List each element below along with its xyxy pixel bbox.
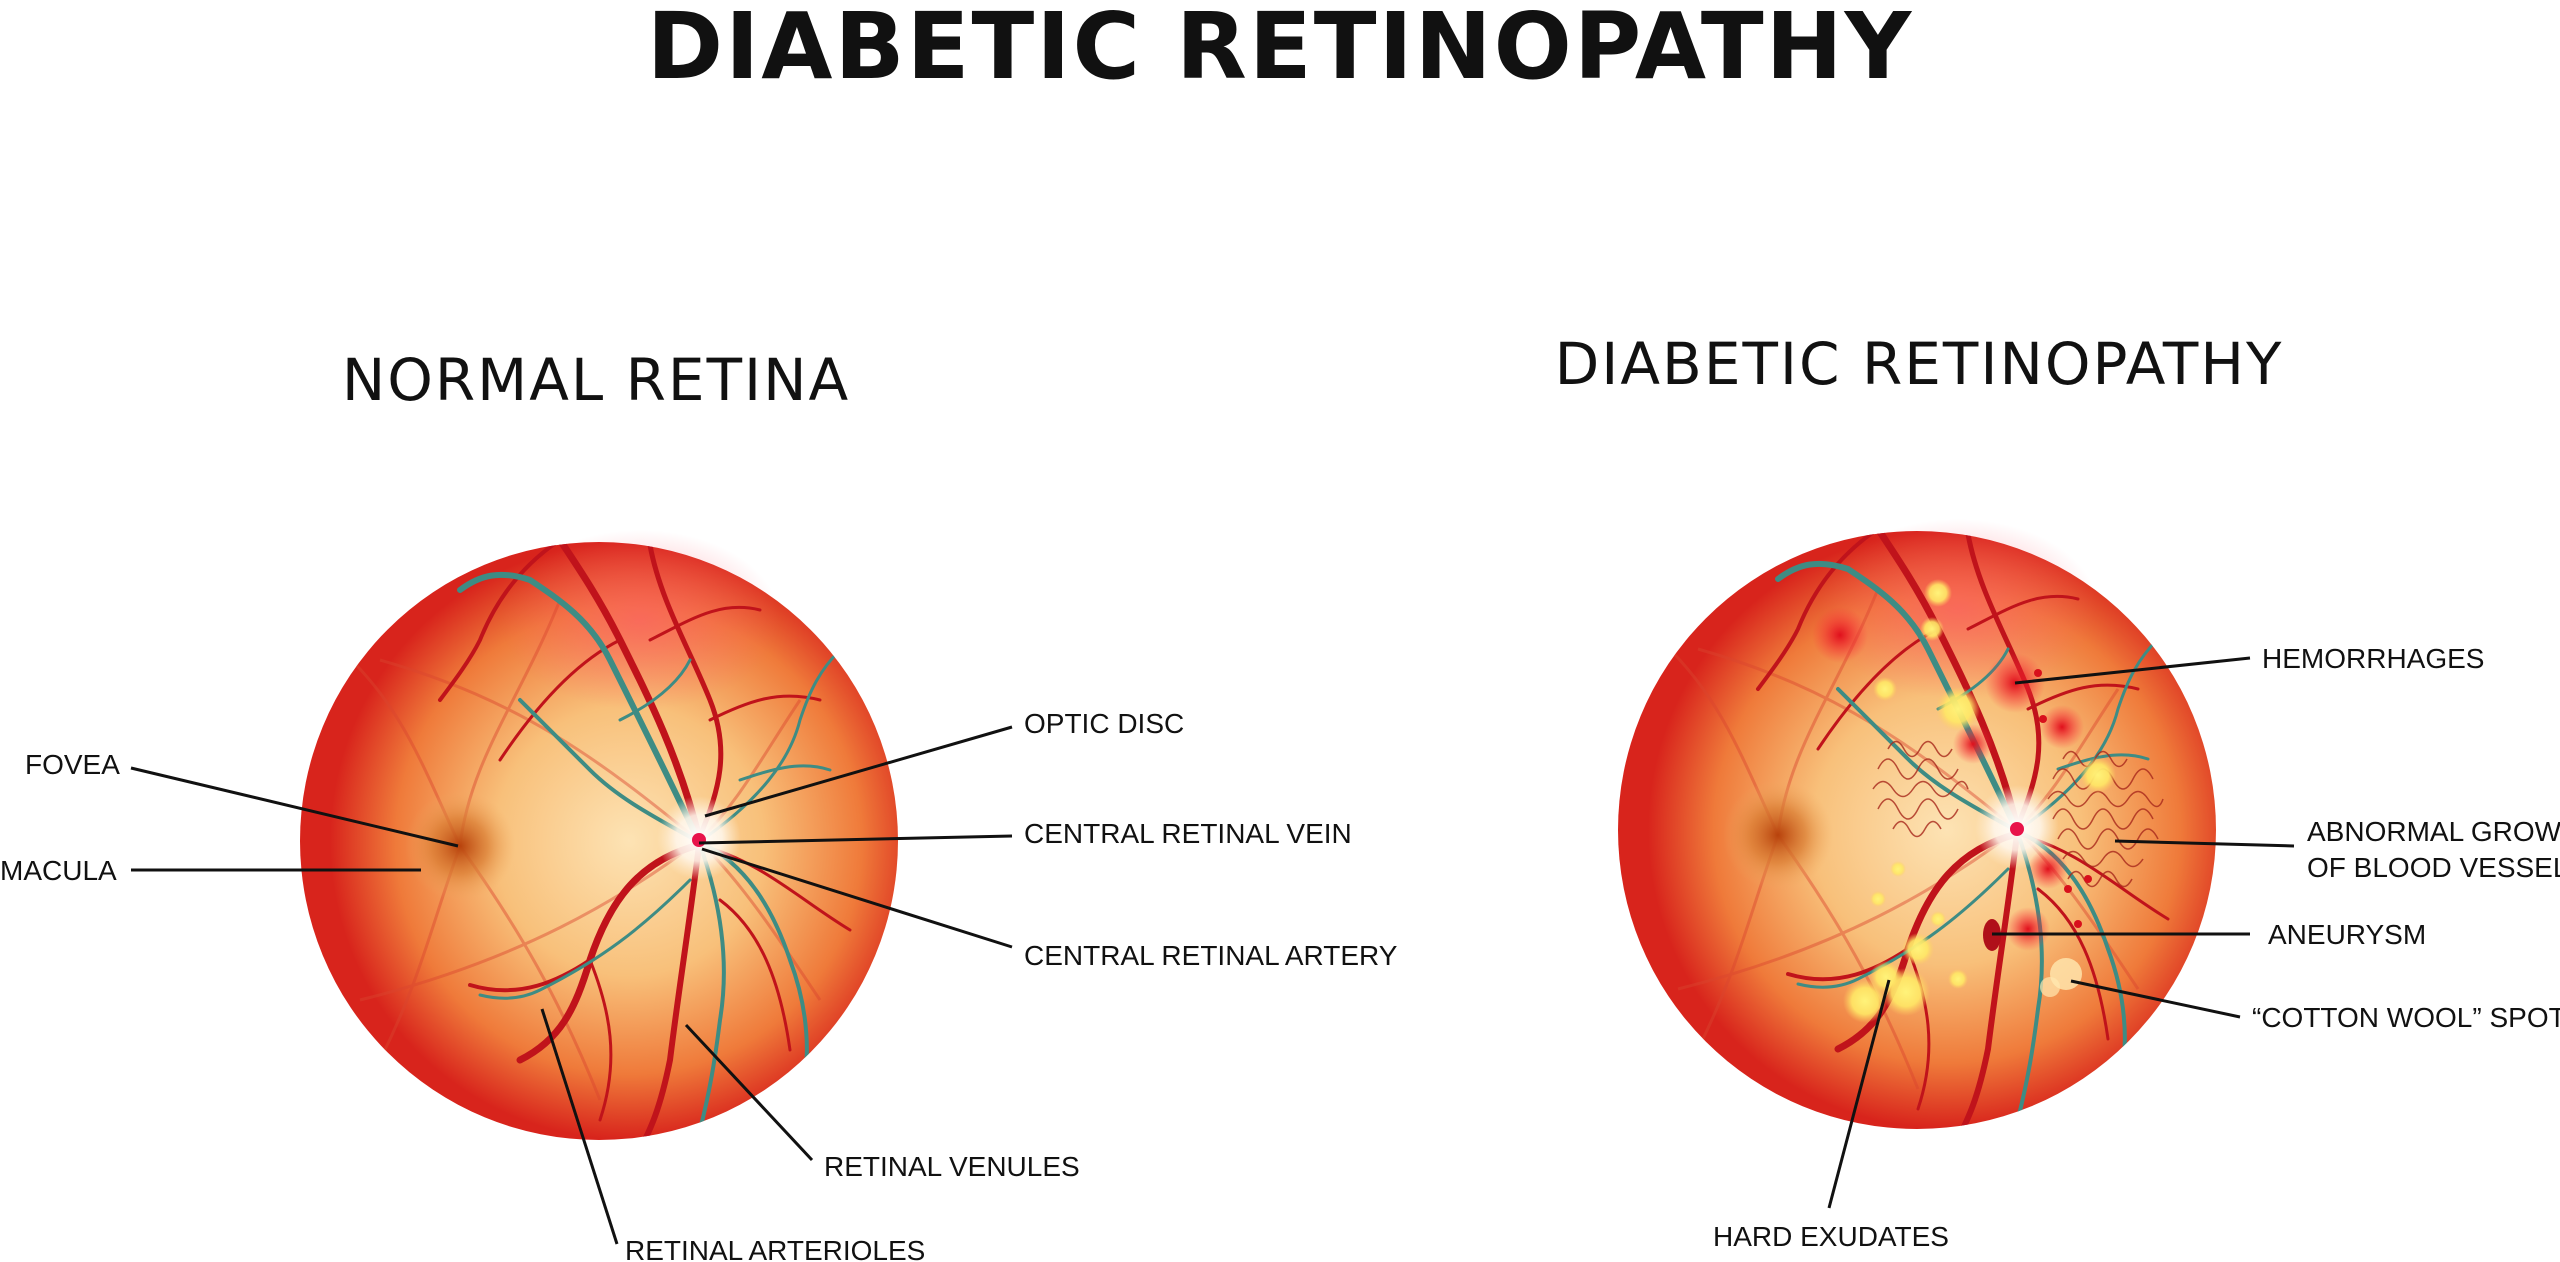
hard-exudates-leader-line — [1827, 979, 1891, 1209]
central-artery-leader-line — [701, 847, 1013, 949]
label-fovea: FOVEA — [25, 749, 120, 780]
label-optic-disc: OPTIC DISC — [1024, 708, 1184, 739]
label-macula: MACULA — [0, 855, 117, 886]
hard-exudates — [1843, 579, 2116, 1023]
label-retinal-arterioles: RETINAL ARTERIOLES — [625, 1235, 925, 1262]
label-hemorrhages: HEMORRHAGES — [2262, 643, 2484, 674]
label-central-retinal-artery: CENTRAL RETINAL ARTERY — [1024, 940, 1398, 971]
diabetic-retina-illustration — [1618, 519, 2216, 1139]
fovea-leader-line — [130, 766, 459, 848]
label-retinal-venules: RETINAL VENULES — [824, 1151, 1080, 1182]
venules-leader-line — [684, 1023, 814, 1162]
arterioles-leader-line — [540, 1008, 619, 1245]
normal-retina-heading: NORMAL RETINA — [342, 346, 850, 414]
label-cotton-wool-spots: “COTTON WOOL” SPOTS — [2252, 1002, 2560, 1033]
main-title: DIABETIC RETINOPATHY — [647, 0, 1914, 100]
normal-retina-panel: NORMAL RETINA FOVEA MACULA OPTIC DISC CE… — [0, 346, 1398, 1262]
diabetic-retina-panel: DIABETIC RETINOPATHY — [1555, 330, 2560, 1252]
diabetic-retinopathy-heading: DIABETIC RETINOPATHY — [1555, 330, 2284, 398]
label-abnormal-growth-line2: OF BLOOD VESSELS — [2307, 852, 2560, 883]
hemorrhages-leader-line — [2014, 656, 2251, 685]
label-hard-exudates: HARD EXUDATES — [1713, 1221, 1949, 1252]
abnormal-growth-leader-line — [2114, 839, 2295, 848]
label-abnormal-growth-line1: ABNORMAL GROWTH — [2307, 816, 2560, 847]
label-central-retinal-vein: CENTRAL RETINAL VEIN — [1024, 818, 1352, 849]
cotton-wool-leader-line — [2070, 979, 2241, 1019]
central-vein-leader-line — [698, 834, 1013, 845]
optic-disc-leader-line — [704, 725, 1013, 818]
label-aneurysm: ANEURYSM — [2268, 919, 2426, 950]
